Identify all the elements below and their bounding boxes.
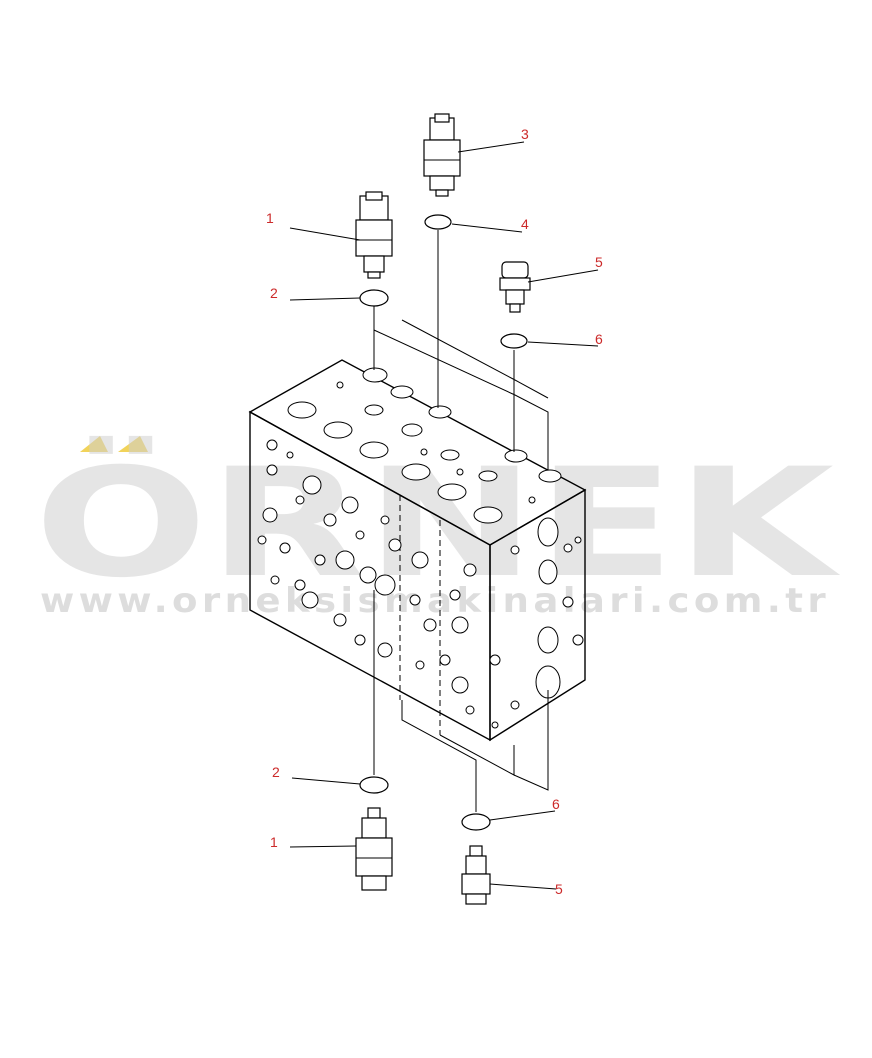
callout-6-bottom: 6: [552, 796, 560, 812]
right-ports: [489, 517, 584, 729]
top-ports: [287, 367, 562, 524]
o-ring-2-bottom: [359, 776, 389, 794]
relief-valve-3: [423, 113, 461, 197]
watermark-accent-left: [80, 436, 108, 452]
callout-3: 3: [521, 126, 529, 142]
callout-1-top: 1: [266, 210, 274, 226]
callout-5-top: 5: [595, 254, 603, 270]
watermark: ÖRNEK www.orneksismakinalari.com.tr: [34, 435, 840, 621]
o-ring-4: [424, 214, 452, 230]
callout-5-bottom: 5: [555, 881, 563, 897]
o-ring-6-top: [500, 333, 528, 349]
o-ring-6-bottom: [461, 813, 491, 831]
block-right-face: [489, 488, 586, 742]
relief-valve-1-top: [355, 191, 393, 279]
watermark-accent-right: [118, 436, 148, 452]
plug-5-top: [499, 261, 531, 313]
callout-2-top: 2: [270, 285, 278, 301]
callout-2-bottom: 2: [272, 764, 280, 780]
relief-valve-1-bottom: [355, 807, 393, 891]
watermark-url: www.orneksismakinalari.com.tr: [40, 581, 830, 621]
watermark-brand: ÖRNEK: [34, 435, 840, 611]
assembly-lines: [373, 230, 549, 812]
o-ring-2-top: [359, 289, 389, 307]
callouts: 1 2 3 4 5 6 2 1 6 5: [266, 126, 603, 897]
callout-1-bottom: 1: [270, 834, 278, 850]
callout-6-top: 6: [595, 331, 603, 347]
valve-block: [248, 359, 587, 742]
callout-4: 4: [521, 216, 529, 232]
leader-lines: [289, 141, 599, 890]
left-ports: [257, 439, 477, 715]
plug-5-bottom: [461, 845, 491, 905]
